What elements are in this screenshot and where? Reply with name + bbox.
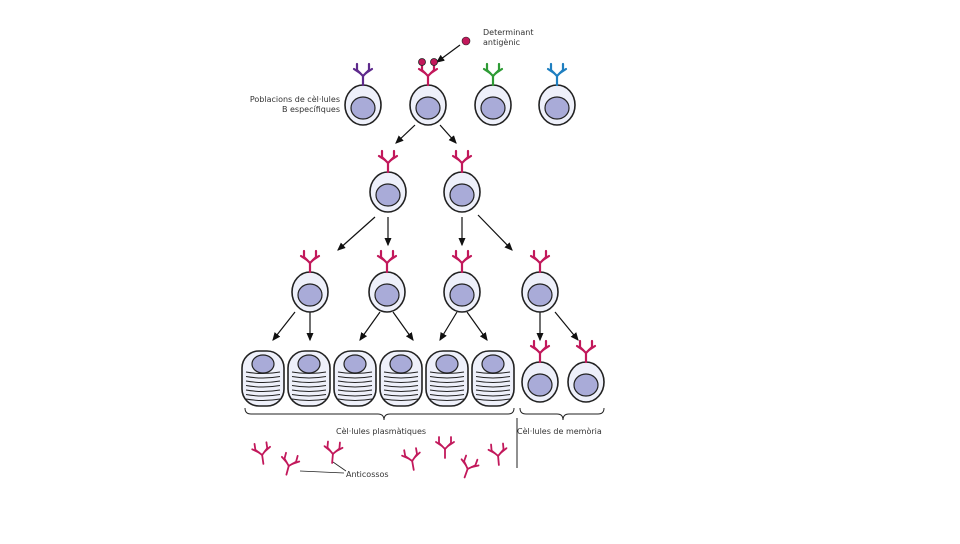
- plasma-cell-2: [287, 350, 331, 407]
- arrow: [466, 311, 488, 341]
- antibody-pointer-line: [299, 470, 345, 474]
- b-cell-blue: [538, 62, 576, 126]
- antigen-dot-icon: [418, 58, 426, 66]
- free-antibody-icon: [251, 441, 271, 465]
- plasma-cell-1: [241, 350, 285, 407]
- antibody-receptor-icon: [529, 339, 551, 364]
- plasma-cell-3: [333, 350, 377, 407]
- plasma-cells-label: Cèl·lules plasmàtiques: [336, 427, 427, 436]
- antigen-dot-icon: [430, 58, 438, 66]
- arrow: [272, 311, 296, 341]
- antigen-label-line1: Determinant: [483, 28, 534, 37]
- arrow: [477, 214, 513, 251]
- b-cell-green: [474, 62, 512, 126]
- antibody-receptor-icon: [417, 62, 439, 87]
- arrow: [436, 44, 461, 63]
- arrow: [392, 311, 414, 341]
- antibody-receptor-icon: [575, 339, 597, 364]
- free-antibody-icon: [323, 440, 344, 464]
- memory-cells-label: Cèl·lules de memòria: [517, 427, 602, 436]
- antibody-receptor-icon: [451, 249, 473, 274]
- populations-label-line2: B específiques: [281, 105, 340, 114]
- b-cell-gen2-left: [369, 149, 407, 213]
- arrow: [395, 124, 416, 144]
- populations-label-line1: Poblacions de cèl·lules: [249, 95, 340, 104]
- antibody-receptor-icon: [451, 149, 473, 174]
- antibody-receptor-icon: [377, 149, 399, 174]
- antigen-label-line2: antigènic: [483, 38, 521, 47]
- arrow: [554, 311, 579, 341]
- antigen-determinant-icon: [461, 36, 471, 46]
- arrow: [337, 216, 376, 251]
- antibody-receptor-icon: [299, 249, 321, 274]
- free-antibody-icon: [487, 442, 508, 466]
- memory-cells-brace: [519, 407, 605, 421]
- antibody-receptor-icon: [546, 62, 568, 87]
- b-cell-gen3-2: [368, 249, 406, 313]
- antibodies-label: Anticossos: [346, 470, 389, 479]
- arrow: [359, 311, 381, 341]
- b-cell-gen3-1: [291, 249, 329, 313]
- free-antibody-icon: [401, 447, 421, 471]
- b-cell-purple: [344, 62, 382, 126]
- antibody-receptor-icon: [529, 249, 551, 274]
- memory-cell-2: [567, 339, 605, 403]
- arrow: [439, 124, 457, 144]
- memory-cell-1: [521, 339, 559, 403]
- arrow: [439, 311, 458, 342]
- plasma-cell-5: [425, 350, 469, 407]
- free-antibody-icon: [460, 454, 480, 479]
- plasma-cell-4: [379, 350, 423, 407]
- b-cell-gen2-right: [443, 149, 481, 213]
- antibody-pointer-line: [332, 461, 347, 472]
- b-cell-gen3-3: [443, 249, 481, 313]
- antibody-receptor-icon: [376, 249, 398, 274]
- b-cell-activated: [409, 58, 447, 126]
- plasma-cells-brace: [244, 407, 515, 421]
- antibody-receptor-icon: [482, 62, 504, 87]
- plasma-cell-6: [471, 350, 515, 407]
- b-cell-gen3-4: [521, 249, 559, 313]
- free-antibody-icon: [435, 436, 455, 459]
- free-antibody-icon: [280, 451, 301, 476]
- antibody-receptor-icon: [352, 62, 374, 87]
